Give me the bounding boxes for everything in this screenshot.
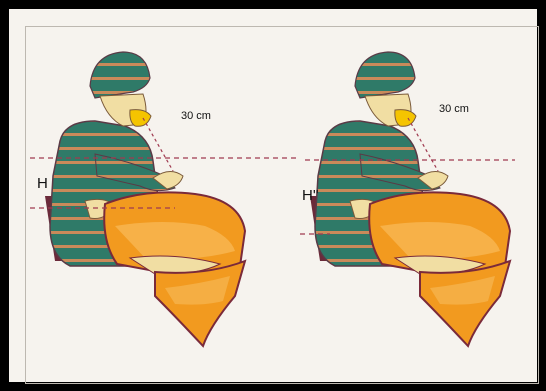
surgeon-left	[45, 52, 245, 346]
height-label-left: H	[37, 175, 48, 192]
distance-label-left: 30 cm	[181, 110, 211, 122]
height-label-right: H''	[302, 187, 319, 204]
distance-label-right: 30 cm	[439, 103, 469, 115]
surgeon-right	[310, 52, 510, 346]
